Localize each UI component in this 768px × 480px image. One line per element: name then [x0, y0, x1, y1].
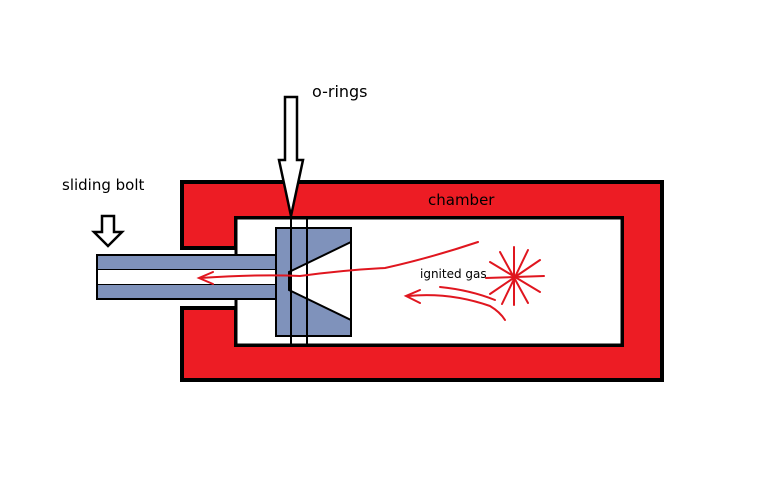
sliding-bolt-arrow-icon — [90, 214, 126, 248]
gas-flow-curl — [439, 286, 496, 301]
gas-flow-arrow — [199, 241, 479, 279]
o-rings-label: o-rings — [312, 82, 368, 101]
ignited-gas-label: ignited gas — [420, 267, 487, 281]
bolt-bore — [97, 270, 292, 284]
gas-flow-arrow-head — [196, 271, 214, 285]
bolt-tube-bottom — [96, 283, 293, 300]
bolt-tube-top — [96, 254, 293, 271]
sliding-bolt-label: sliding bolt — [62, 176, 145, 194]
ignition-burst-icon — [485, 246, 545, 306]
ignited-gas-flow — [196, 241, 545, 321]
o-rings-arrow-icon — [277, 95, 305, 217]
sliding-bolt — [96, 254, 293, 300]
chamber-label: chamber — [428, 191, 495, 209]
bolt-head-cone — [288, 240, 352, 322]
gas-flow-return — [407, 294, 506, 321]
gas-flow-return-head — [403, 289, 421, 304]
bolt-head — [275, 218, 352, 345]
